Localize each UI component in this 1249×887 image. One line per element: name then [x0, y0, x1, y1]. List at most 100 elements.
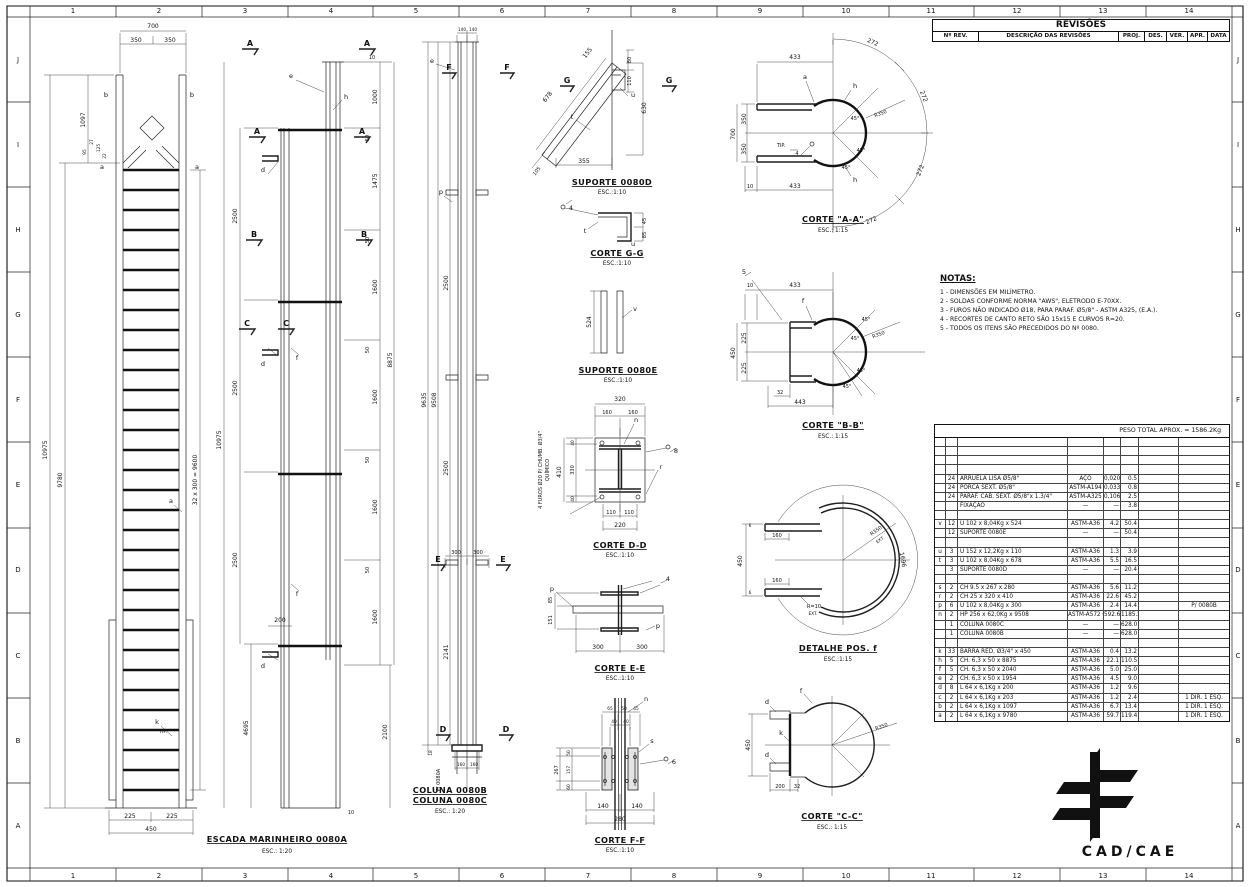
- dim: 155: [582, 46, 595, 60]
- bom-desc: SUPORTE 0080E: [958, 529, 1068, 538]
- grid-row: A: [1236, 822, 1241, 830]
- view-scale: ESC.:1:10: [603, 261, 632, 267]
- pos-label: e: [430, 57, 434, 65]
- bom-unit-weight: 0,033: [1104, 483, 1121, 492]
- grid-row: E: [16, 481, 20, 489]
- section-letter: A: [359, 127, 366, 136]
- view-scale: ESC.: 1:15: [818, 228, 848, 234]
- view-corte-dd: 320 160 160 410 40 330 40 110 110 220 8 …: [537, 396, 678, 559]
- bom-desc: CH. 6,3 x 50 x 1954: [958, 675, 1068, 684]
- bom-material: —: [1068, 565, 1104, 574]
- pos-label: a: [100, 163, 104, 171]
- bom-extra: [1139, 638, 1179, 647]
- dim: 1600: [372, 389, 379, 404]
- bom-pos: [935, 629, 946, 638]
- weld-size: 6: [672, 758, 676, 766]
- pos-label: f: [296, 590, 299, 598]
- bom-unit-weight: 1.2: [1104, 693, 1121, 702]
- grid-row: B: [1236, 737, 1241, 745]
- bom-unit-weight: 0,020: [1104, 474, 1121, 483]
- bom-desc: PORCA SEXT. Ø5/8": [958, 483, 1068, 492]
- bom-desc: U 102 x 8,04Kg x 300: [958, 602, 1068, 611]
- bom-qty: 3: [946, 565, 958, 574]
- dim: 433: [789, 54, 801, 61]
- dim: 45: [642, 218, 648, 224]
- pos-label: d: [261, 360, 265, 368]
- bom-pos: [935, 501, 946, 510]
- bom-extra: [1139, 483, 1179, 492]
- bom-unit-weight: —: [1104, 565, 1121, 574]
- dim: 110: [624, 510, 634, 516]
- bom-row: p 6 U 102 x 8,04Kg x 300 ASTM-A36 2.4 14…: [935, 602, 1229, 612]
- dim: 350: [741, 113, 748, 125]
- bom-row: [935, 465, 1229, 475]
- bom-unit-weight: 0,106: [1104, 492, 1121, 501]
- bom-pos: u: [935, 547, 946, 556]
- bom-material: ASTM-A36: [1068, 647, 1104, 656]
- dim: 450: [145, 826, 157, 833]
- dim: 160: [772, 533, 782, 539]
- note: P/ 0080A: [436, 768, 442, 791]
- dim: 2500: [232, 208, 239, 223]
- weld-size: 5: [742, 268, 746, 276]
- dim: 50: [621, 706, 627, 712]
- dim: 18: [428, 750, 434, 756]
- bom-desc: L 64 x 6,1Kg x 203: [958, 693, 1068, 702]
- dim: 50: [365, 347, 371, 353]
- view-corte-ee: 85 151 300 300 p p 4 CORTE E-E ESC.:1:10: [548, 575, 670, 682]
- grid-col: 7: [586, 7, 590, 15]
- bom-obs: [1179, 529, 1229, 537]
- grid-row: I: [17, 141, 19, 149]
- bom-obs: [1179, 475, 1229, 483]
- bom-unit-weight: 4.2: [1104, 520, 1121, 529]
- bom-qty: 2: [946, 675, 958, 684]
- bom-obs: P/ 0080B: [1191, 603, 1217, 610]
- bom-pos: k: [935, 647, 946, 656]
- dim: 10: [747, 283, 753, 289]
- bom-desc: [958, 438, 1068, 447]
- view-scale: ESC.: 1:15: [818, 434, 848, 440]
- bom-pos: [935, 529, 946, 538]
- bom-total-weight: 2.4: [1121, 693, 1139, 702]
- bom-pos: n: [935, 611, 946, 620]
- bom-row: 12 SUPORTE 0080E — — 50.4: [935, 529, 1229, 539]
- bom-extra: [1139, 556, 1179, 565]
- bom-desc: [958, 511, 1068, 520]
- dim: 272: [866, 37, 879, 48]
- grid-row: A: [16, 822, 21, 830]
- radius: R=10: [807, 604, 821, 610]
- bom-unit-weight: 4.5: [1104, 675, 1121, 684]
- grid-col: 9: [758, 872, 762, 880]
- bom-obs: [1179, 584, 1229, 592]
- view-title: CORTE "A-A": [802, 214, 864, 224]
- bom-row: [935, 574, 1229, 584]
- dim: 225: [124, 813, 136, 820]
- dim: 9508: [431, 392, 438, 407]
- bom-extra: [1139, 511, 1179, 520]
- bom-material: ASTM-A36: [1068, 675, 1104, 684]
- grid-row: G: [1235, 311, 1240, 319]
- bom-extra: [1139, 693, 1179, 702]
- bom-qty: 6: [946, 602, 958, 611]
- dim: 2141: [443, 644, 450, 659]
- section-letter: G: [666, 76, 673, 85]
- bom-qty: 1: [946, 629, 958, 638]
- grid-col: 9: [758, 7, 762, 15]
- dim: 524: [586, 316, 593, 328]
- bom-row: n 2 HP 256 x 62,0Kg x 9508 ASTM-A572 GR5…: [935, 611, 1229, 621]
- view-scale: ESC.:1:10: [606, 676, 635, 682]
- bom-desc: SUPORTE 0080D: [958, 565, 1068, 574]
- dim: 450: [730, 347, 737, 359]
- view-title: CORTE E-E: [594, 663, 645, 673]
- bom-desc: [958, 456, 1068, 465]
- bom-total-weight: [1121, 465, 1139, 474]
- bom-extra: [1139, 629, 1179, 638]
- bom-extra: [1139, 666, 1179, 675]
- bom-qty: [946, 447, 958, 456]
- bom-material: ASTM-A36: [1068, 584, 1104, 593]
- logo-block: CAD/CAE: [1040, 716, 1220, 866]
- bom-extra: [1139, 456, 1179, 465]
- bom-row: [935, 538, 1229, 548]
- bom-obs: [1179, 502, 1229, 510]
- bom-unit-weight: [1104, 456, 1121, 465]
